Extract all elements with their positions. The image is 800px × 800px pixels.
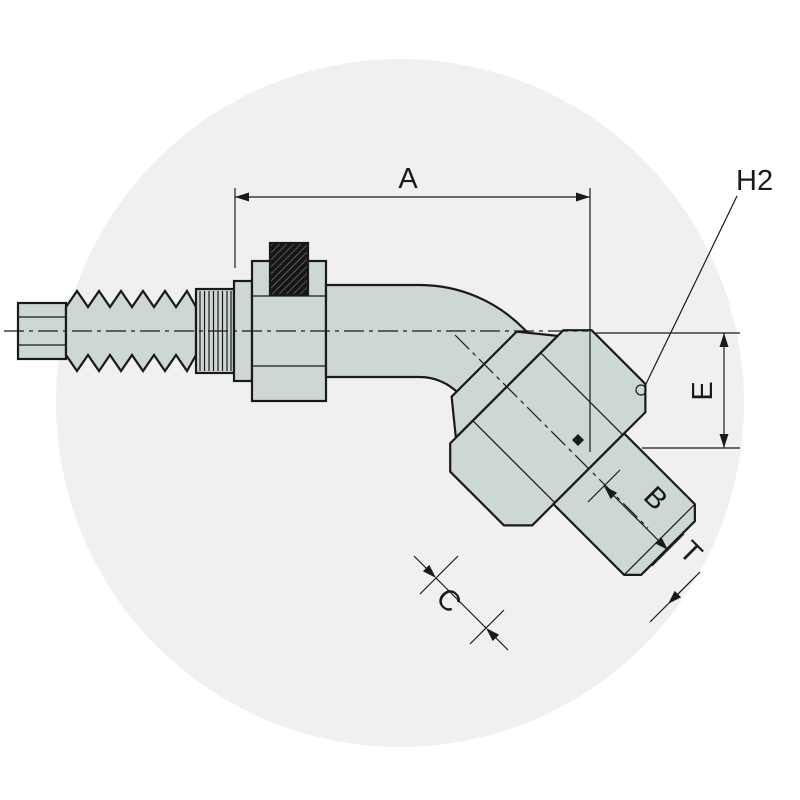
dimension-e [596, 332, 740, 449]
h2-reference-dot [635, 384, 647, 396]
diagonal-centerline [454, 334, 649, 529]
drawing-root: A H2 E B T C [4, 59, 773, 747]
dimension-a [234, 188, 591, 452]
dimensions [234, 188, 740, 651]
nut-body [449, 329, 647, 527]
centerline-marker [572, 434, 584, 446]
dim-label-e: E [687, 381, 719, 400]
dimension-b [587, 469, 685, 567]
dim-label-h2: H2 [736, 165, 773, 197]
nut-facet-line-upper [540, 352, 624, 436]
dim-label-a: A [398, 163, 418, 195]
nut-facet-line-lower [472, 420, 556, 504]
watermark-circle [56, 59, 744, 747]
leader-h2 [635, 195, 738, 396]
dimension-t [649, 571, 701, 623]
centerlines [4, 330, 649, 529]
dimension-c [413, 555, 509, 651]
nut-cross-section-hatch [268, 241, 310, 297]
